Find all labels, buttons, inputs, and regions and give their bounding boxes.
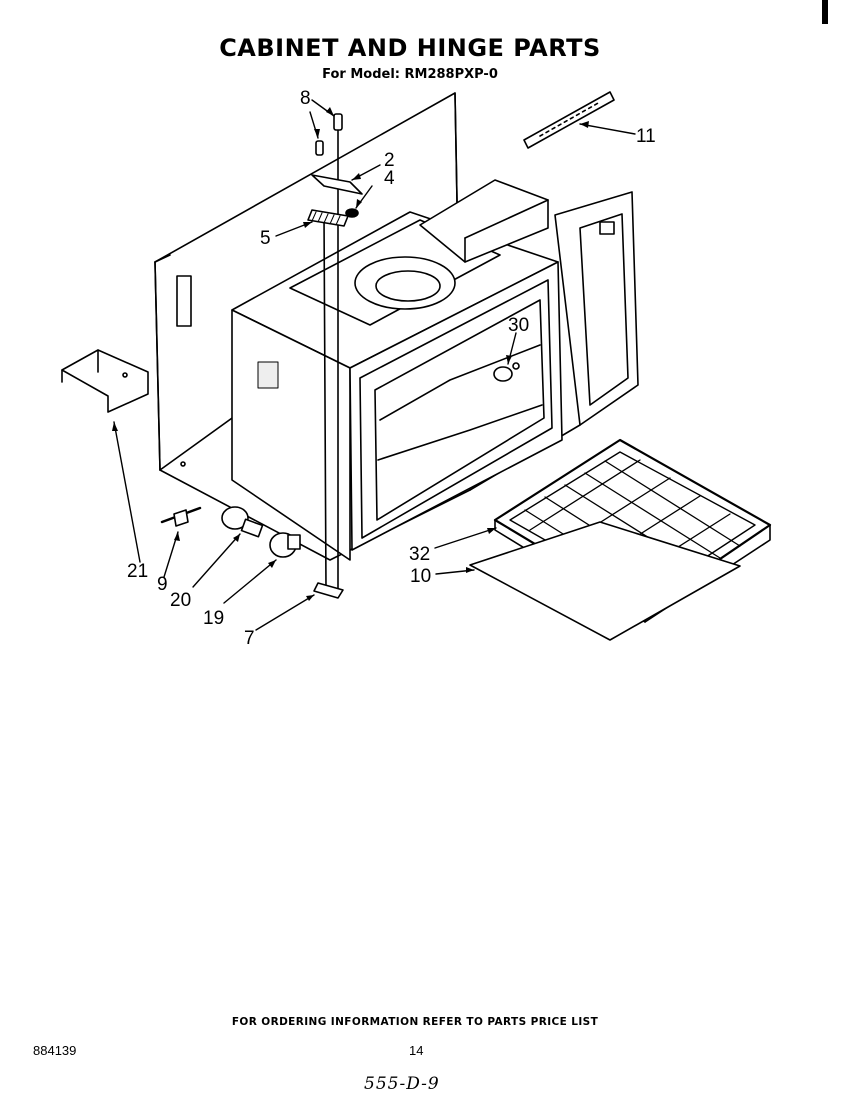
slide-rail — [523, 91, 615, 149]
model-subtitle: For Model: RM288PXP-0 — [322, 67, 498, 82]
document-number: 884139 — [33, 1043, 77, 1058]
lamp-bulb — [221, 506, 264, 538]
callout-10: 10 — [410, 566, 431, 587]
side-bracket — [61, 349, 149, 413]
callout-9: 9 — [157, 574, 168, 595]
door-switch — [493, 362, 520, 382]
callout-5: 5 — [260, 228, 271, 249]
lower-hinge-bracket — [313, 582, 344, 599]
callout-8: 8 — [300, 88, 311, 109]
oven-chassis — [231, 179, 559, 561]
callout-7: 7 — [244, 628, 255, 649]
hinge-bracket — [311, 174, 363, 195]
callout-2: 2 — [384, 150, 395, 171]
front-door-frame — [349, 261, 563, 551]
callout-30: 30 — [508, 315, 529, 336]
scan-mark — [822, 0, 828, 24]
callout-19: 19 — [203, 608, 224, 629]
callout-11: 11 — [636, 126, 656, 147]
hinge-rod — [323, 119, 339, 591]
handwritten-note: 555-D-9 — [364, 1074, 440, 1094]
hinge-washer — [345, 208, 359, 218]
page-title: CABINET AND HINGE PARTS — [219, 34, 601, 62]
callout-arrowheads — [112, 107, 589, 601]
hinge-screws — [315, 113, 343, 156]
callout-labels: 8 2 4 5 11 30 21 9 20 19 7 32 10 — [127, 88, 656, 649]
lamp-socket — [269, 532, 301, 558]
ordering-note: FOR ORDERING INFORMATION REFER TO PARTS … — [231, 1016, 599, 1028]
mounting-stud — [160, 506, 202, 527]
callout-21: 21 — [127, 561, 148, 582]
callout-4: 4 — [384, 168, 395, 189]
page-number: 14 — [409, 1043, 424, 1058]
callout-20: 20 — [170, 590, 191, 611]
glass-shelf — [469, 521, 741, 641]
vent-grille — [307, 209, 349, 227]
callout-32: 32 — [409, 544, 430, 565]
